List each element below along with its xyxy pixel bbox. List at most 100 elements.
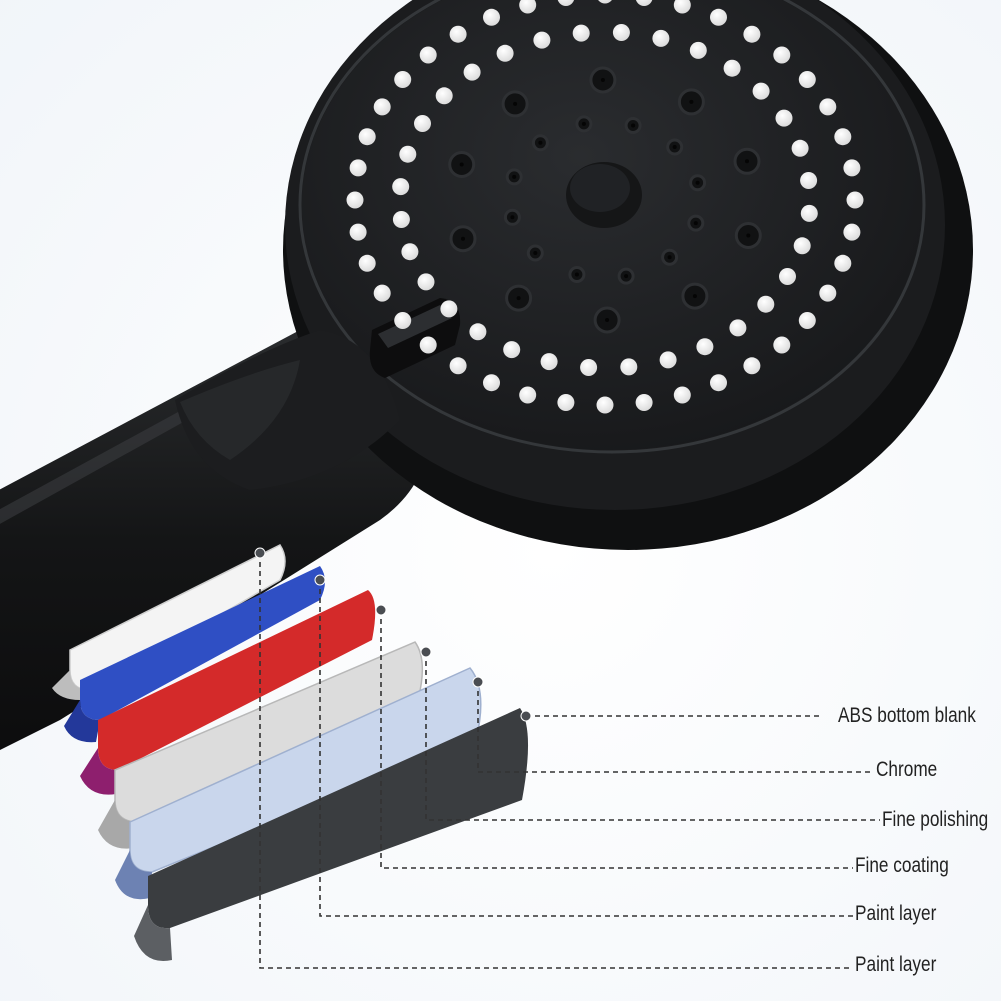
jet-hole: [574, 272, 579, 277]
jet-hole: [672, 145, 677, 149]
layer-red: [98, 590, 376, 770]
white-nozzle: [710, 374, 727, 392]
white-nozzle: [419, 46, 437, 64]
white-nozzle: [394, 312, 412, 329]
white-nozzle: [773, 336, 791, 354]
layer-black: [148, 708, 529, 929]
white-nozzle: [757, 295, 775, 313]
white-nozzle: [779, 268, 796, 285]
white-nozzle: [729, 319, 747, 337]
white-nozzle: [469, 323, 487, 341]
white-nozzle: [598, 0, 612, 4]
white-nozzle: [399, 145, 417, 163]
white-nozzle: [540, 353, 558, 371]
white-nozzle: [346, 191, 364, 209]
white-nozzle: [843, 223, 861, 241]
white-nozzle: [580, 359, 598, 376]
jet-hole: [510, 215, 515, 220]
jet-hole: [461, 236, 465, 241]
leader-dots: [254, 547, 532, 722]
jet-hole: [533, 251, 538, 255]
callout-paint-layer-1: Paint layer: [855, 902, 937, 925]
white-nozzle: [358, 128, 376, 146]
white-nozzle: [773, 46, 791, 64]
white-nozzle: [791, 139, 809, 157]
callout-fine-coating: Fine coating: [855, 854, 949, 877]
white-nozzle: [449, 357, 467, 375]
white-nozzle: [752, 82, 770, 100]
white-nozzle: [723, 59, 741, 77]
white-nozzle: [414, 115, 431, 132]
white-nozzle: [843, 159, 861, 177]
white-nozzle: [440, 300, 458, 318]
white-nozzle: [373, 284, 391, 302]
white-nozzle: [557, 0, 575, 6]
white-nozzle: [612, 24, 630, 41]
white-nozzle: [620, 358, 638, 376]
jet-hole: [459, 162, 464, 167]
white-nozzle: [519, 386, 537, 404]
white-nozzle: [358, 254, 376, 272]
white-nozzle: [483, 8, 500, 26]
jet-hole: [513, 101, 518, 106]
callout-abs-bottom-blank: ABS bottom blank: [838, 704, 976, 727]
white-nozzle: [800, 204, 818, 222]
white-nozzle: [533, 31, 551, 49]
white-nozzle: [775, 109, 793, 127]
jet-hole: [516, 296, 521, 301]
white-nozzle: [349, 159, 367, 177]
callout-paint-layer-2: Paint layer: [855, 953, 937, 976]
white-nozzle: [373, 98, 391, 116]
white-nozzle: [798, 312, 816, 329]
white-nozzle: [635, 0, 653, 6]
white-nozzle: [392, 178, 410, 196]
white-nozzle: [417, 273, 435, 291]
white-nozzle: [635, 394, 653, 411]
nozzle-array: [346, 0, 864, 414]
white-nozzle: [419, 336, 437, 354]
white-nozzle: [846, 191, 864, 209]
white-nozzle: [519, 0, 537, 14]
jet-hole: [600, 78, 605, 82]
jet-hole: [667, 255, 672, 260]
white-nozzle: [710, 8, 727, 26]
white-nozzle: [834, 128, 852, 146]
white-nozzle: [394, 71, 412, 88]
white-nozzle: [689, 41, 707, 59]
white-nozzle: [557, 394, 575, 411]
white-nozzle: [392, 211, 410, 228]
white-nozzle: [743, 25, 761, 43]
white-nozzle: [673, 386, 691, 404]
layer-blue: [80, 566, 325, 720]
white-nozzle: [659, 351, 677, 369]
jet-hole: [605, 318, 610, 322]
jet-hole: [746, 233, 751, 238]
jet-hole: [512, 174, 517, 179]
white-nozzle: [401, 243, 419, 261]
callout-fine-polishing: Fine polishing: [882, 808, 989, 831]
white-nozzle: [596, 396, 614, 414]
jet-hole: [624, 274, 629, 279]
white-nozzle: [572, 24, 590, 42]
jet-hole: [689, 99, 694, 104]
white-nozzle: [819, 98, 837, 116]
white-nozzle: [463, 63, 481, 81]
jet-hole: [538, 140, 543, 145]
shower-head: [175, 0, 973, 550]
white-nozzle: [496, 44, 514, 62]
white-nozzle: [483, 374, 500, 392]
white-nozzle: [449, 25, 467, 43]
white-nozzle: [435, 87, 453, 105]
white-nozzle: [793, 237, 811, 255]
white-nozzle: [349, 223, 367, 241]
white-nozzle: [743, 357, 761, 375]
white-nozzle: [800, 172, 818, 189]
white-nozzle: [819, 284, 837, 302]
jet-hole: [745, 159, 749, 164]
jet-hole: [581, 121, 586, 126]
white-nozzle: [798, 71, 816, 88]
white-nozzle: [652, 29, 670, 47]
callout-chrome: Chrome: [876, 758, 938, 781]
